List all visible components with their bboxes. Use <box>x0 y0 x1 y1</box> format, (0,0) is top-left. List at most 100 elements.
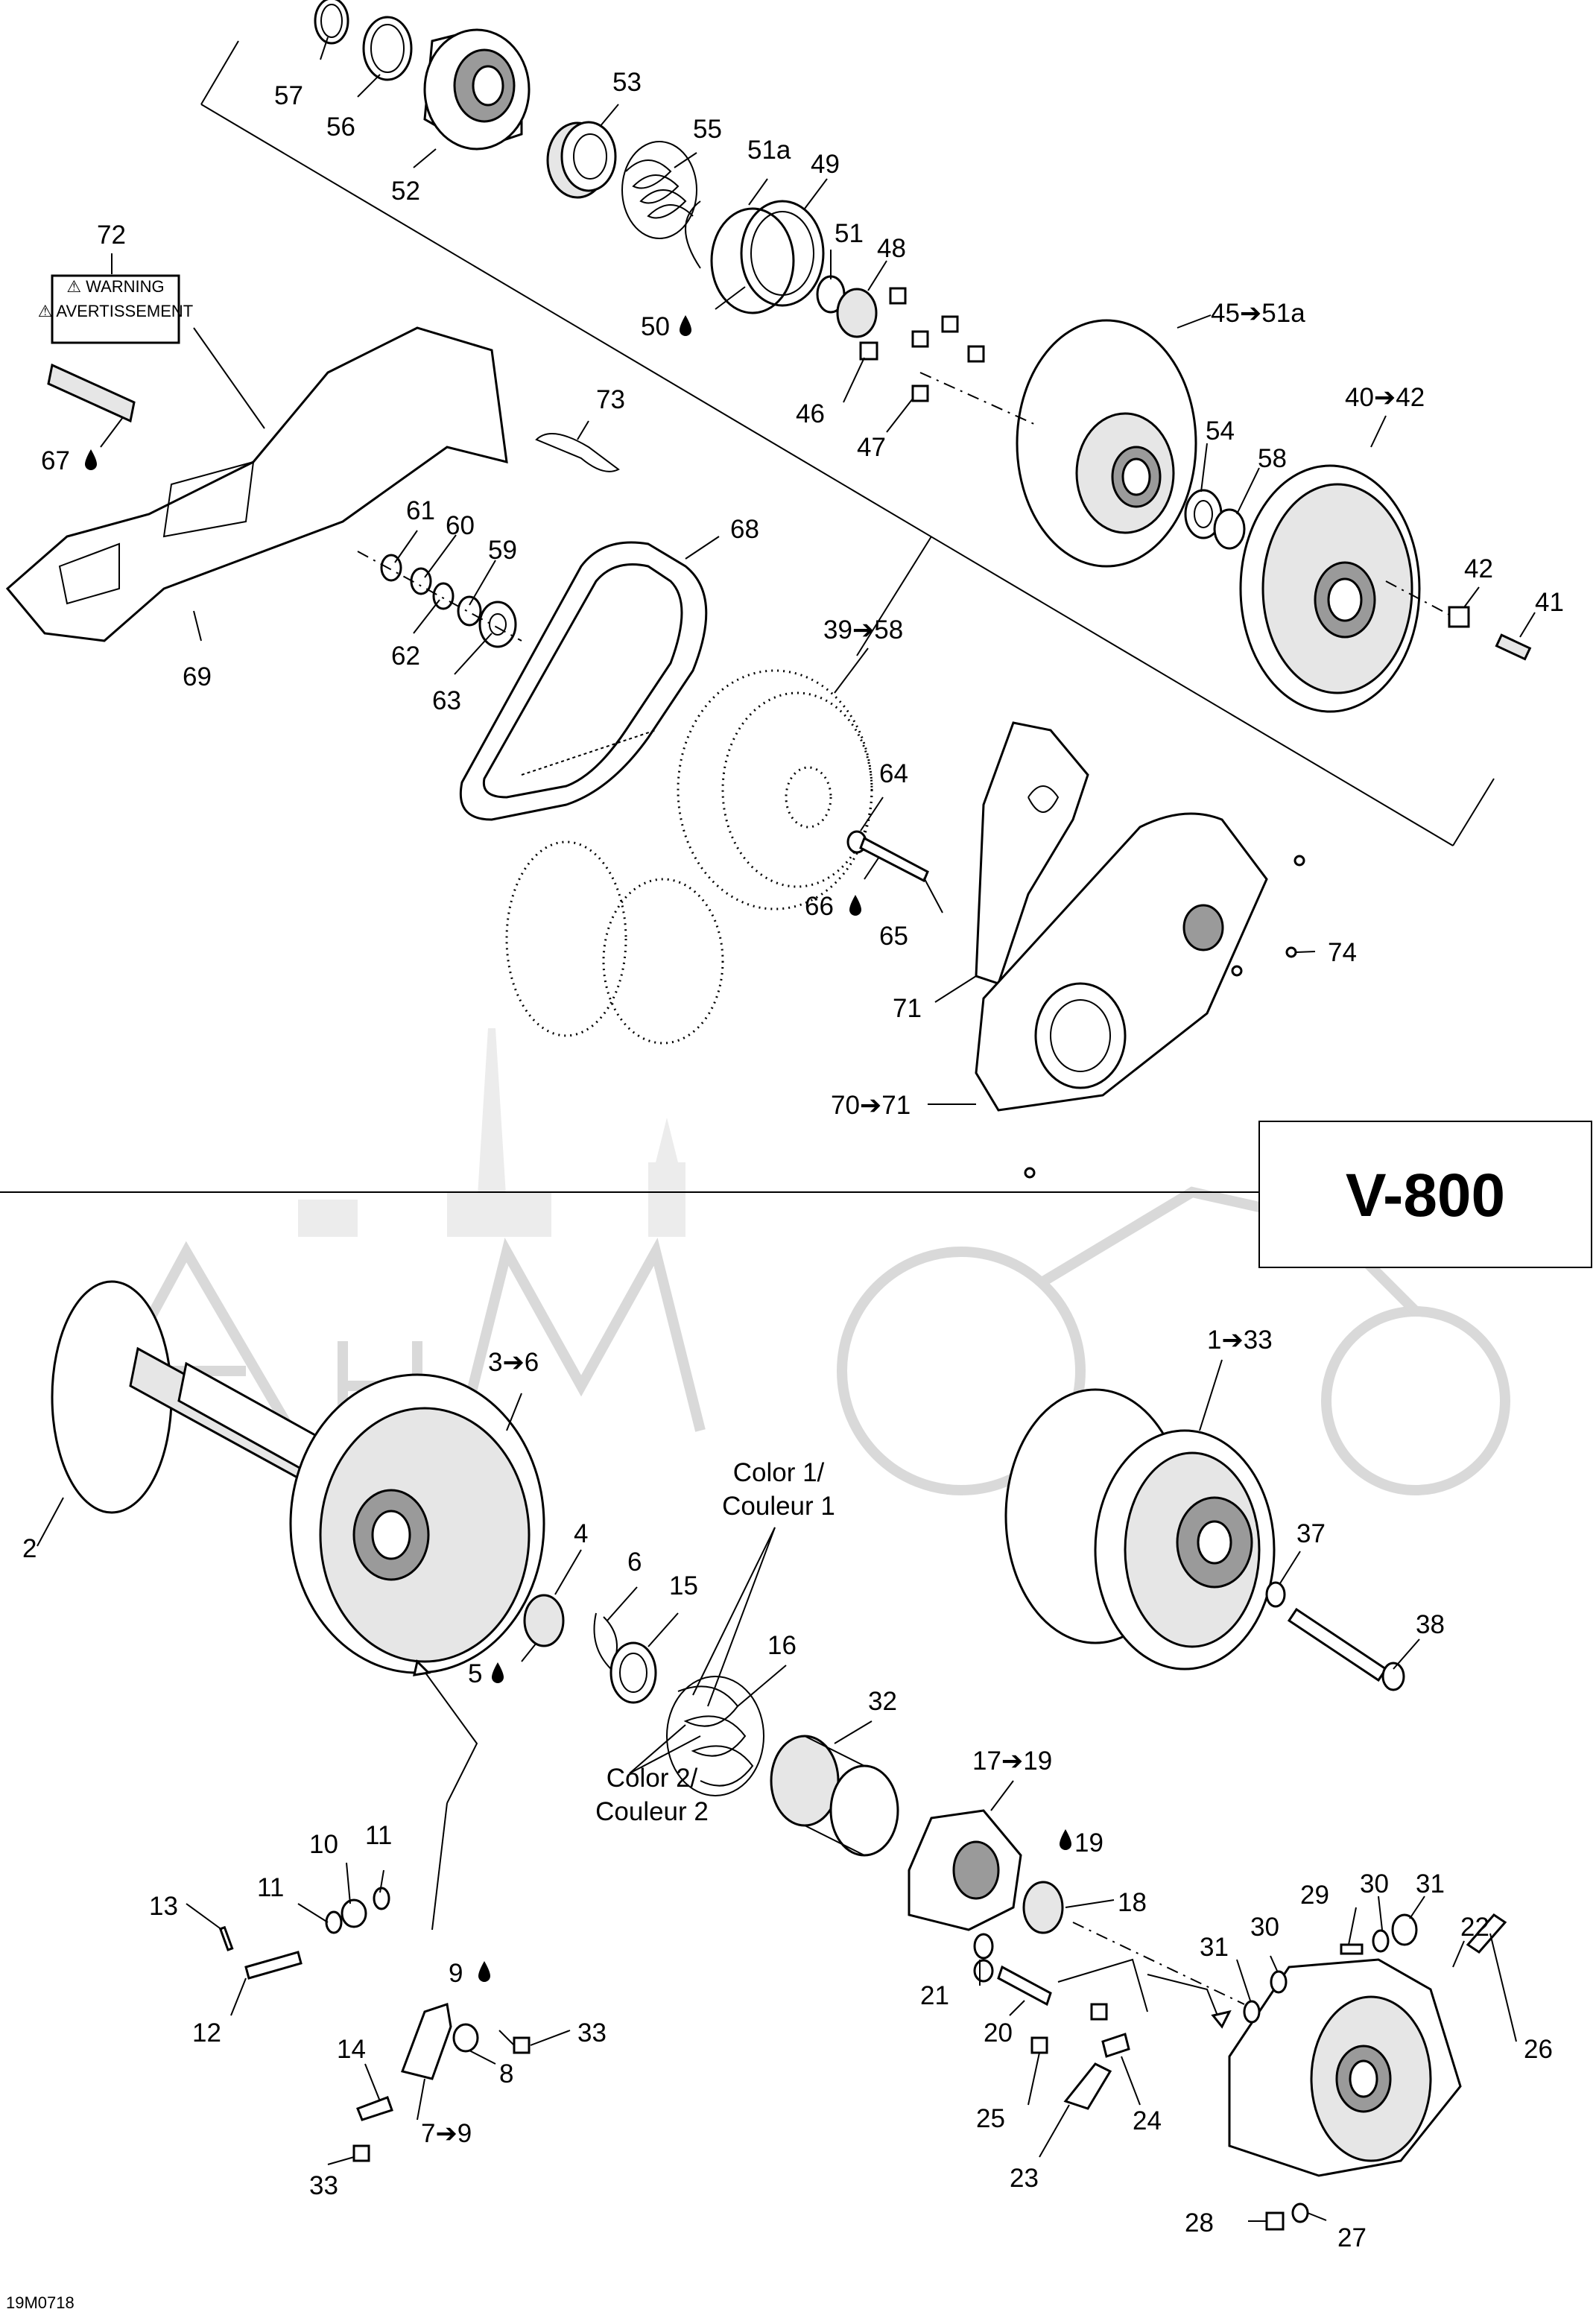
callout-7-9: 7➔9 <box>421 2119 472 2148</box>
callout-11: 11 <box>257 1873 284 1902</box>
callout-1-33: 1➔33 <box>1207 1326 1273 1355</box>
callout-53: 53 <box>612 68 642 97</box>
callout-38: 38 <box>1416 1610 1445 1639</box>
callout-8: 8 <box>499 2059 513 2088</box>
callout-42: 42 <box>1464 554 1493 583</box>
callout-33: 33 <box>309 2171 338 2200</box>
callout-63: 63 <box>432 686 461 715</box>
arm-7 <box>352 2003 531 2162</box>
sleeve-49 <box>710 200 825 314</box>
governor-cup-22 <box>1228 1958 1462 2177</box>
callout-51a: 51a <box>747 136 791 165</box>
callout-30: 30 <box>1360 1869 1389 1898</box>
fixed-sheave-2 <box>51 1280 329 1514</box>
callout-18: 18 <box>1118 1888 1147 1917</box>
callout-14: 14 <box>337 2035 366 2064</box>
callout-4: 4 <box>574 1519 588 1548</box>
gasket-71 <box>975 721 1089 985</box>
callout-27: 27 <box>1337 2223 1367 2252</box>
callout-59: 59 <box>488 536 517 565</box>
color-2-label: Color 2/ <box>607 1764 698 1793</box>
callout-21: 21 <box>920 1981 949 2010</box>
callout-70-71: 70➔71 <box>831 1091 911 1120</box>
callout-37: 37 <box>1296 1519 1326 1548</box>
small-parts-10-14 <box>218 1887 393 2121</box>
warning-label-title-fr: ⚠ AVERTISSEMENT <box>38 302 193 320</box>
callout-65: 65 <box>879 922 908 951</box>
callout-22: 22 <box>1460 1913 1489 1942</box>
callout-69: 69 <box>183 662 212 691</box>
callout-24: 24 <box>1133 2106 1162 2135</box>
callout-12: 12 <box>192 2018 221 2048</box>
nut-42 <box>1448 606 1470 628</box>
callout-6: 6 <box>627 1548 642 1577</box>
bolt-65 <box>846 830 929 883</box>
spring-55 <box>621 141 697 239</box>
callout-3-6: 3➔6 <box>488 1348 539 1377</box>
leader-lines <box>37 37 1536 2222</box>
model-title: V-800 <box>1346 1162 1505 1229</box>
callout-29: 29 <box>1300 1881 1329 1910</box>
callout-60: 60 <box>446 511 475 540</box>
sheave-40 <box>1239 464 1421 713</box>
clip-73 <box>535 433 620 472</box>
lubricant-drop-icon <box>492 1662 504 1683</box>
drawing-code: 19M0718 <box>6 2293 75 2312</box>
callout-74: 74 <box>1328 938 1357 967</box>
callout-45-51a: 45➔51a <box>1211 299 1305 328</box>
callout-72: 72 <box>97 221 126 250</box>
couleur-1-label: Couleur 1 <box>722 1492 835 1521</box>
callout-46: 46 <box>796 399 825 428</box>
callout-73: 73 <box>596 385 625 414</box>
callout-9: 9 <box>449 1959 463 1988</box>
lubricant-drop-icon <box>85 449 97 470</box>
bolt-38 <box>1287 1607 1405 1691</box>
bushing-4 <box>523 1594 565 1647</box>
callout-19: 19 <box>1074 1828 1103 1858</box>
lubricant-drop-icon <box>849 895 861 916</box>
callout-20: 20 <box>984 2018 1013 2048</box>
screws-74 <box>1024 855 1305 1179</box>
callout-58: 58 <box>1258 444 1287 473</box>
callout-13: 13 <box>149 1892 178 1921</box>
warning-label-title: ⚠ WARNING <box>66 277 164 296</box>
callout-56: 56 <box>326 113 355 142</box>
ring-56 <box>362 16 413 81</box>
screw-41 <box>1495 633 1532 661</box>
callout-31: 31 <box>1200 1933 1229 1962</box>
sheave-45 <box>1016 319 1197 568</box>
callout-61: 61 <box>406 496 435 525</box>
callout-39-58: 39➔58 <box>823 615 903 645</box>
callout-30: 30 <box>1250 1913 1279 1942</box>
callout-40-42: 40➔42 <box>1345 383 1425 412</box>
drive-pulley-assembly <box>1004 1388 1276 1670</box>
color-1-label: Color 1/ <box>733 1458 825 1487</box>
snap-ring-51a <box>685 200 701 269</box>
pin-67 <box>47 363 136 423</box>
callout-64: 64 <box>879 759 908 788</box>
sliding-sheave-3 <box>289 1373 545 1674</box>
callout-17-19: 17➔19 <box>972 1746 1052 1776</box>
lubricant-drop-icon <box>1060 1829 1071 1850</box>
callout-71: 71 <box>893 994 922 1023</box>
bushing-48 <box>836 288 878 338</box>
callout-15: 15 <box>669 1571 698 1600</box>
callout-33: 33 <box>577 2018 607 2048</box>
callout-68: 68 <box>730 515 759 544</box>
callout-41: 41 <box>1535 588 1564 617</box>
ring-15 <box>609 1641 657 1704</box>
callout-57: 57 <box>274 81 303 110</box>
callout-49: 49 <box>811 150 840 179</box>
callout-67: 67 <box>41 446 70 475</box>
snap-ring-57 <box>314 0 349 45</box>
screws-46-47 <box>859 287 985 402</box>
callout-31: 31 <box>1416 1869 1445 1898</box>
callout-50: 50 <box>641 312 670 341</box>
model-title-box: V-800 <box>1258 1121 1592 1268</box>
callout-10: 10 <box>309 1830 338 1859</box>
cover-70 <box>975 812 1268 1112</box>
callout-52: 52 <box>391 177 420 206</box>
washer-37 <box>1265 1581 1286 1608</box>
callout-16: 16 <box>767 1631 797 1660</box>
